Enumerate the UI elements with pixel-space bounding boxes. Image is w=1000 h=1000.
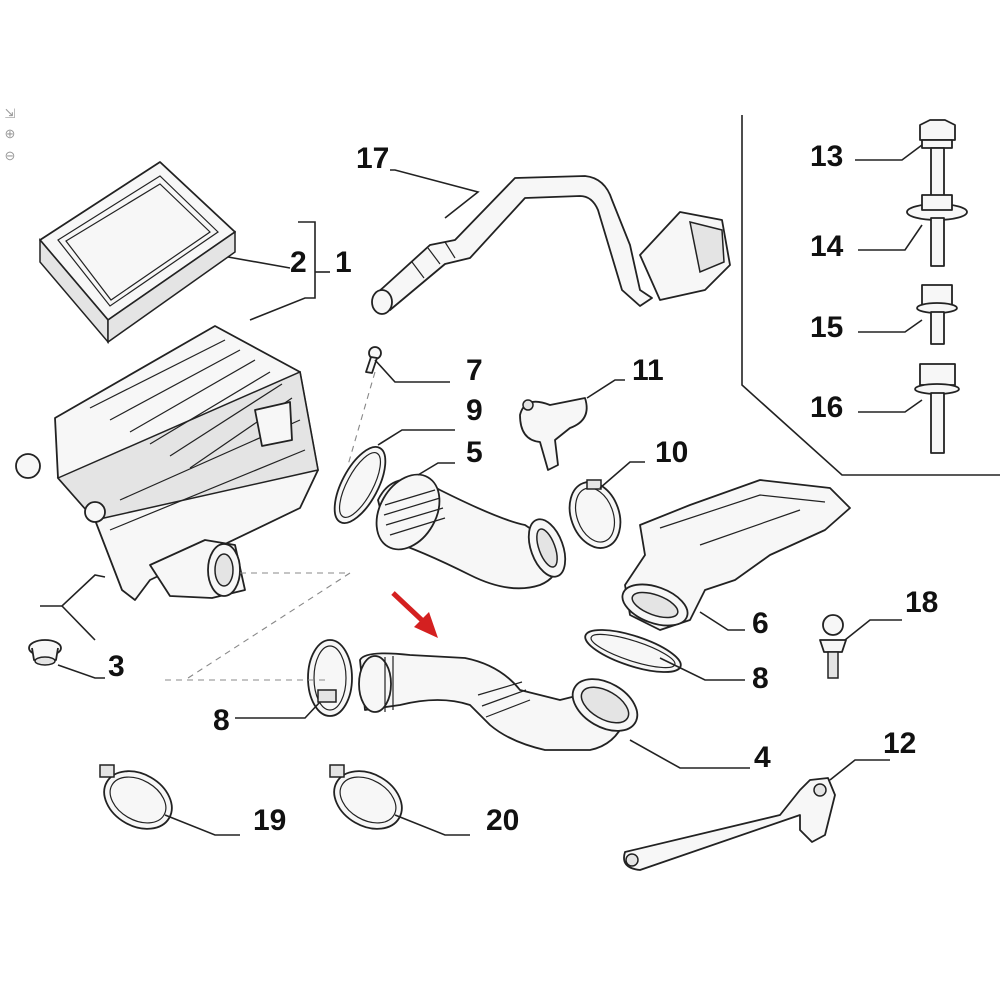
- part-label-10: 10: [655, 436, 688, 469]
- part-8-clamp-right[interactable]: [581, 621, 685, 680]
- part-label-6: 6: [752, 607, 769, 640]
- part-label-14: 14: [810, 230, 844, 263]
- part-label-17: 17: [356, 142, 389, 175]
- part-11-bracket-clip[interactable]: [519, 397, 588, 471]
- assembly-line-box-to-hose: [184, 572, 352, 681]
- part-label-15: 15: [810, 311, 843, 344]
- part-label-16: 16: [810, 391, 843, 424]
- part-19-hose-clamp[interactable]: [94, 759, 182, 840]
- part-label-19: 19: [253, 804, 286, 837]
- part-label-9: 9: [466, 394, 483, 427]
- part-3-grommet[interactable]: [28, 639, 62, 666]
- part-label-12: 12: [883, 727, 916, 760]
- part-label-7: 7: [466, 354, 483, 387]
- part-17-breather-pipe[interactable]: [371, 175, 731, 315]
- part-label-1: 1: [335, 246, 352, 279]
- part-10-clamp[interactable]: [561, 475, 629, 555]
- part-label-8-right: 8: [752, 662, 769, 695]
- part-4-lower-intake-hose[interactable]: [358, 652, 646, 751]
- fit-screen-icon[interactable]: ⇲: [4, 106, 16, 121]
- bolt-group-border: [741, 115, 1000, 476]
- part-12-support-bracket[interactable]: [623, 777, 836, 871]
- part-label-2: 2: [290, 246, 307, 279]
- part-15-bolt[interactable]: [916, 284, 958, 345]
- part-label-13: 13: [810, 140, 843, 173]
- part-1-air-box[interactable]: [15, 325, 319, 601]
- part-label-20: 20: [486, 804, 519, 837]
- part-18-ball-stud[interactable]: [819, 614, 847, 679]
- part-5-intake-hose[interactable]: [364, 463, 573, 590]
- part-label-11: 11: [632, 354, 664, 387]
- part-9-seal-ring[interactable]: [324, 439, 395, 530]
- highlight-arrow-icon: [391, 591, 438, 638]
- part-label-18: 18: [905, 586, 938, 619]
- part-16-bolt[interactable]: [914, 363, 960, 454]
- assembly-line-screw: [347, 371, 376, 466]
- zoom-in-icon[interactable]: ⊕: [4, 126, 16, 141]
- part-6-resonator-duct[interactable]: [617, 479, 851, 634]
- part-8-clamp-left[interactable]: [307, 639, 353, 717]
- part-label-3: 3: [108, 650, 125, 683]
- part-label-4: 4: [754, 741, 771, 774]
- part-13-bolt[interactable]: [919, 119, 956, 197]
- part-2-air-filter[interactable]: [39, 161, 236, 345]
- part-label-8-left: 8: [213, 704, 230, 737]
- part-7-screw[interactable]: [365, 346, 382, 374]
- part-14-bolt[interactable]: [906, 194, 968, 267]
- part-20-hose-clamp[interactable]: [324, 759, 412, 840]
- leader-lines: [40, 144, 923, 836]
- zoom-out-icon[interactable]: ⊖: [4, 148, 16, 163]
- part-label-5: 5: [466, 436, 483, 469]
